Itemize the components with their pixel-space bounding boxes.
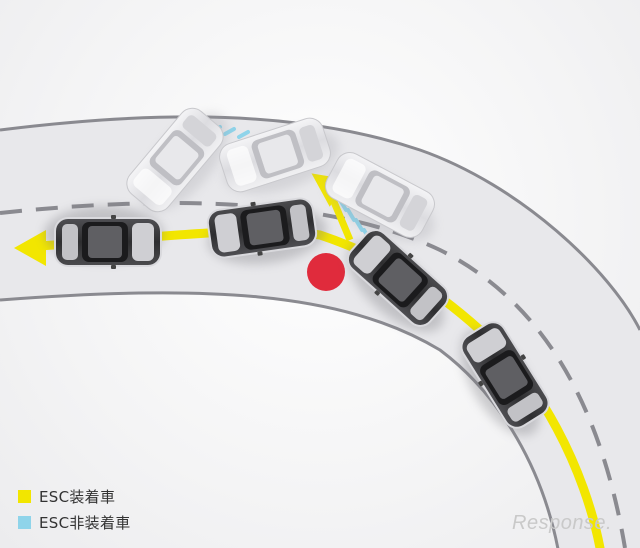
legend: ESC装着車 ESC非装着車 bbox=[18, 483, 131, 535]
legend-label: ESC装着車 bbox=[39, 486, 115, 507]
legend-item-no-esc: ESC非装着車 bbox=[18, 509, 131, 535]
car-esc-4 bbox=[44, 206, 164, 269]
legend-swatch-yellow bbox=[18, 490, 31, 503]
legend-label: ESC非装着車 bbox=[39, 512, 131, 533]
obstacle bbox=[307, 253, 345, 291]
legend-swatch-blue bbox=[18, 516, 31, 529]
legend-item-esc: ESC装着車 bbox=[18, 483, 131, 509]
watermark-logo: Response. bbox=[512, 512, 612, 535]
